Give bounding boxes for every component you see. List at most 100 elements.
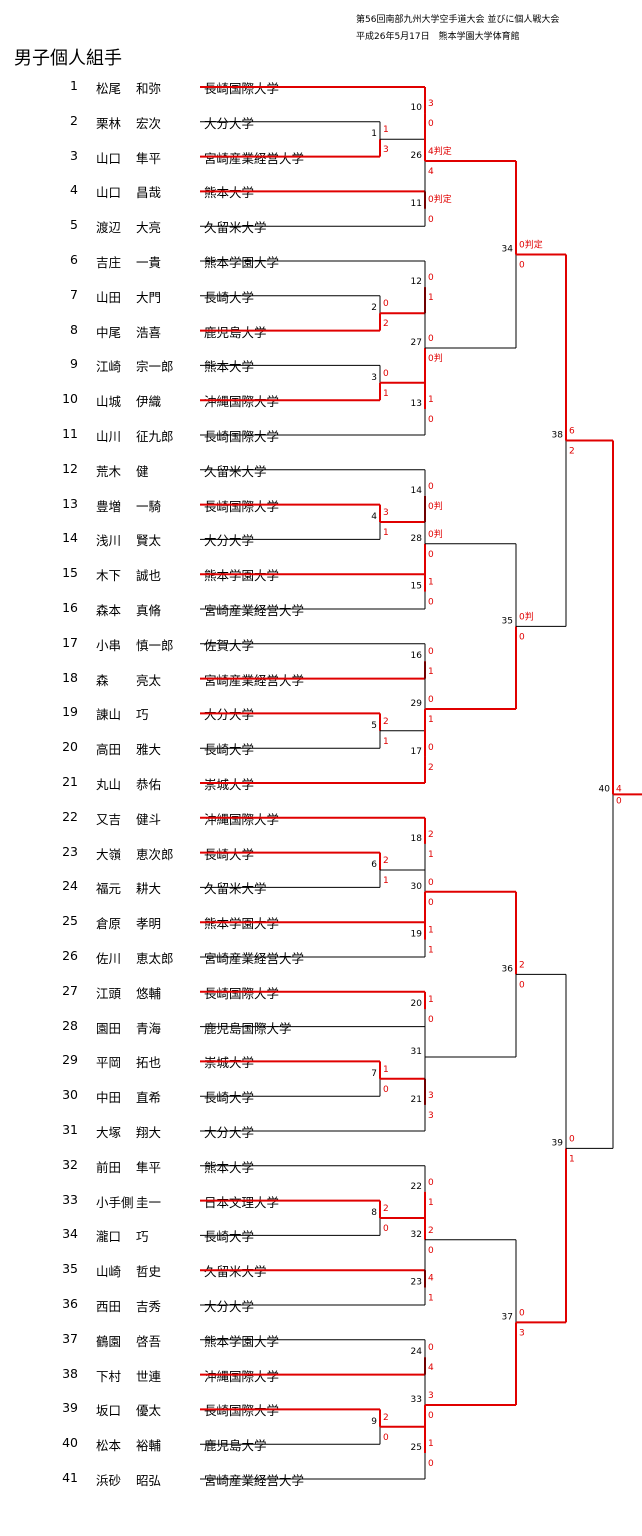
match-number: 8 — [371, 1208, 377, 1218]
match-score: 1 — [383, 1065, 389, 1075]
match-number: 30 — [411, 882, 423, 892]
player-university: 日本文理大学 — [204, 1194, 280, 1210]
player-university: 久留米大学 — [204, 463, 267, 479]
player-given-name: 巧 — [136, 707, 149, 723]
player-university: 鹿児島大学 — [204, 1438, 267, 1454]
player-number: 9 — [70, 356, 78, 372]
player-given-name: 世連 — [136, 1368, 162, 1384]
player-family-name: 浅川 — [96, 533, 122, 549]
player-university: 沖縄国際大学 — [204, 394, 280, 410]
match-score: 0 — [383, 1433, 389, 1443]
player-number: 40 — [62, 1435, 78, 1451]
match-score: 0 — [519, 980, 525, 990]
match-number: 36 — [502, 964, 514, 974]
player-given-name: 恵太郎 — [136, 951, 174, 966]
match-score: 1 — [428, 715, 434, 725]
player-family-name: 江崎 — [96, 359, 122, 375]
player-number: 29 — [62, 1052, 78, 1068]
player-university: 崇城大学 — [204, 1055, 255, 1071]
match-score: 0判 — [519, 610, 534, 622]
player-number: 27 — [62, 982, 78, 998]
player-number: 1 — [70, 78, 78, 93]
match-score: 1 — [428, 995, 434, 1005]
player-family-name: 渡辺 — [96, 220, 122, 236]
match-score: 1 — [428, 926, 434, 936]
match-score: 0 — [428, 743, 434, 753]
match-score: 1 — [428, 1198, 434, 1208]
player-given-name: 昭弘 — [136, 1473, 162, 1488]
player-number: 38 — [62, 1365, 78, 1381]
match-score: 1 — [383, 876, 389, 886]
match-number: 3 — [371, 373, 377, 383]
match-score: 2 — [569, 446, 575, 456]
match-score: 0 — [519, 632, 525, 642]
match-score: 0 — [428, 215, 434, 225]
match-score: 1 — [569, 1154, 575, 1164]
match-number: 17 — [411, 747, 422, 757]
match-score: 4 — [428, 1363, 434, 1373]
player-family-name: 松本 — [96, 1438, 122, 1454]
player-family-name: 松尾 — [96, 81, 122, 96]
player-family-name: 荒木 — [96, 463, 122, 479]
player-given-name: 雅大 — [136, 742, 162, 758]
match-score: 0 — [383, 1224, 389, 1234]
player-family-name: 森本 — [96, 603, 122, 618]
player-family-name: 山口 — [96, 150, 122, 166]
player-family-name: 瀧口 — [96, 1229, 122, 1245]
player-family-name: 下村 — [96, 1368, 122, 1384]
match-score: 0 — [383, 369, 389, 379]
player-number: 15 — [62, 565, 78, 581]
player-family-name: 中尾 — [96, 324, 122, 340]
match-score: 0 — [519, 1308, 525, 1318]
match-score: 0 — [428, 119, 434, 129]
match-score: 1 — [428, 667, 434, 677]
match-score: 4 — [428, 167, 434, 177]
player-number: 36 — [62, 1296, 78, 1311]
player-university: 長崎国際大学 — [204, 1403, 280, 1419]
player-number: 20 — [62, 739, 78, 755]
player-university: 久留米大学 — [204, 220, 267, 236]
player-university: 長崎大学 — [204, 1090, 255, 1106]
player-given-name: 拓也 — [136, 1055, 162, 1071]
player-given-name: 優太 — [136, 1403, 162, 1419]
player-university: 長崎国際大学 — [204, 429, 280, 444]
player-given-name: 青海 — [136, 1020, 162, 1036]
match-number: 18 — [411, 834, 423, 844]
player-number: 30 — [62, 1087, 78, 1103]
match-score: 0判定 — [428, 193, 452, 205]
player-number: 18 — [62, 669, 78, 685]
player-number: 31 — [62, 1122, 78, 1137]
match-score: 0 — [428, 647, 434, 657]
match-number: 14 — [411, 486, 423, 496]
match-number: 16 — [411, 651, 423, 661]
player-given-name: 翔大 — [136, 1125, 162, 1140]
player-given-name: 一貴 — [136, 255, 162, 270]
player-family-name: 鶴園 — [96, 1333, 122, 1349]
player-number: 14 — [62, 530, 78, 546]
match-score: 4 — [428, 1274, 434, 1284]
player-given-name: 哲史 — [136, 1264, 162, 1280]
match-score: 3 — [383, 145, 389, 155]
player-university: 佐賀大学 — [204, 637, 255, 653]
player-university: 熊本大学 — [204, 185, 255, 201]
player-family-name: 倉原 — [96, 916, 122, 932]
player-given-name: 宗一郎 — [136, 359, 174, 375]
player-number: 11 — [62, 426, 78, 441]
match-score: 1 — [383, 528, 389, 538]
player-university: 久留米大学 — [204, 881, 267, 897]
player-number: 37 — [62, 1330, 78, 1346]
player-number: 32 — [62, 1156, 78, 1172]
match-number: 9 — [371, 1417, 377, 1427]
player-university: 宮崎産業経営大学 — [204, 1473, 305, 1488]
match-score: 1 — [428, 395, 434, 405]
player-given-name: 巧 — [136, 1229, 149, 1245]
player-university: 長崎大学 — [204, 289, 255, 305]
match-score: 0 — [428, 1411, 434, 1421]
player-given-name: 直希 — [136, 1090, 162, 1106]
match-score: 3 — [428, 99, 434, 109]
match-number: 39 — [552, 1138, 564, 1148]
player-given-name: 亮太 — [136, 672, 162, 688]
match-number: 33 — [411, 1395, 422, 1405]
match-score: 2 — [383, 1413, 389, 1423]
match-score: 0 — [383, 1085, 389, 1095]
